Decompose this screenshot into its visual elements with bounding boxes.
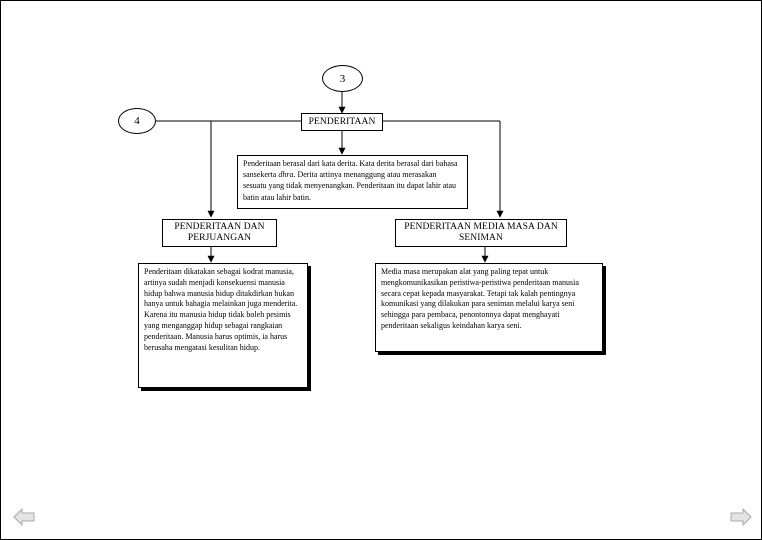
- definition-node: Penderitaan berasal dari kata derita. Ka…: [237, 155, 468, 209]
- definition-text-1: Penderitaan berasal dari kata derita. Ka…: [243, 159, 458, 180]
- connector-circle-3-label: 3: [339, 72, 346, 85]
- main-node: PENDERITAAN: [301, 113, 383, 131]
- left-text-content: Penderitaan dikatakan sebagai kodrat man…: [144, 267, 298, 352]
- definition-text-italic: dhra: [278, 170, 294, 180]
- connector-circle-4: 4: [118, 108, 156, 134]
- arrow-right-icon: [730, 508, 752, 526]
- arrow-left-icon: [13, 508, 35, 526]
- left-title-label: PENDERITAAN DAN PERJUANGAN: [174, 222, 265, 243]
- definition-text-2: . Derita artinya menanggung atau merasak…: [243, 170, 457, 202]
- next-slide-button[interactable]: [730, 508, 752, 526]
- right-title-node: PENDERITAAN MEDIA MASA DAN SENIMAN: [395, 219, 567, 247]
- right-text-node: Media masa merupakan alat yang paling te…: [375, 263, 603, 352]
- right-title-label: PENDERITAAN MEDIA MASA DAN SENIMAN: [404, 222, 558, 243]
- left-title-node: PENDERITAAN DAN PERJUANGAN: [162, 219, 277, 247]
- main-node-label: PENDERITAAN: [308, 116, 376, 127]
- right-text-content: Media masa merupakan alat yang paling te…: [381, 267, 579, 330]
- left-text-node: Penderitaan dikatakan sebagai kodrat man…: [138, 263, 308, 388]
- connector-circle-3: 3: [322, 65, 363, 92]
- connector-circle-4-label: 4: [134, 115, 140, 127]
- prev-slide-button[interactable]: [13, 508, 35, 526]
